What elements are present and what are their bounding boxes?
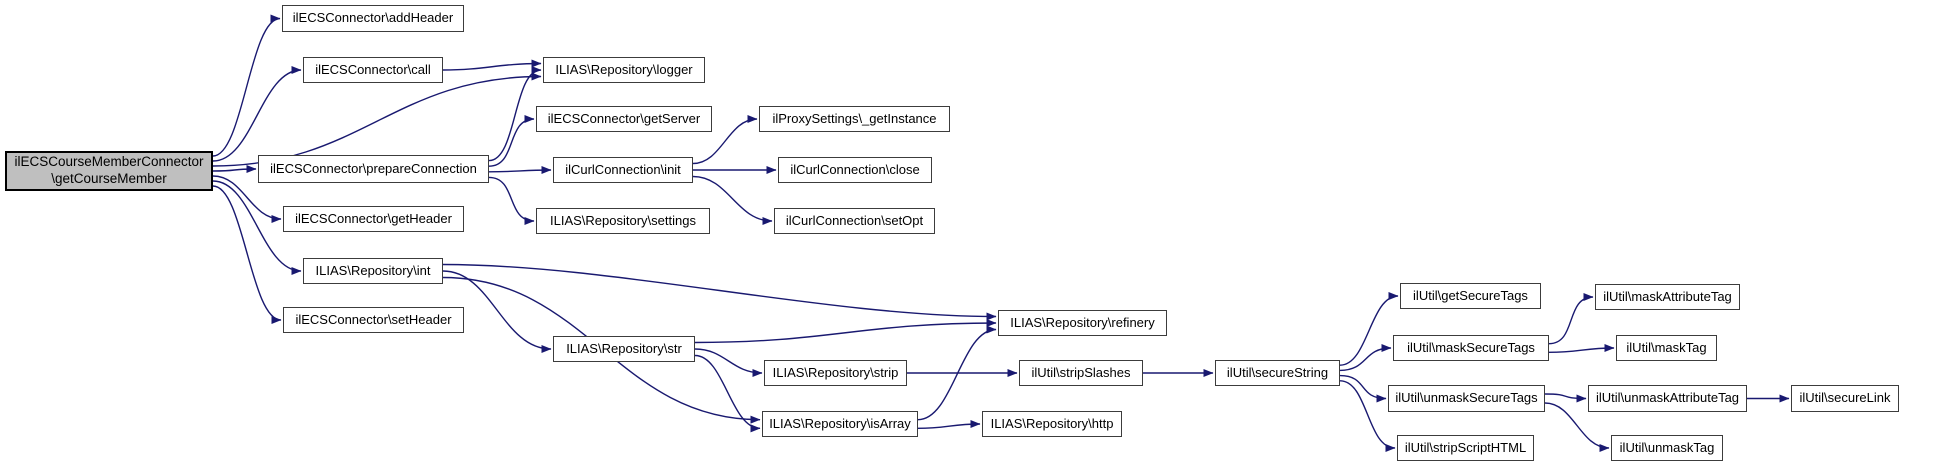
graph-node-call[interactable]: ilECSConnector\call [303, 57, 443, 83]
graph-node-prepareConnection[interactable]: ilECSConnector\prepareConnection [258, 155, 489, 183]
graph-node-label: ilECSConnector\getServer [547, 110, 701, 126]
graph-node-label: ilUtil\secureLink [1799, 390, 1891, 406]
graph-node-label: ilCurlConnection\close [790, 161, 920, 177]
edge-getCourseMember-to-getHeader [212, 175, 282, 223]
graph-node-label: ilECSConnector\prepareConnection [270, 160, 477, 176]
graph-node-unmaskTag[interactable]: ilUtil\unmaskTag [1611, 435, 1723, 461]
graph-node-getServer[interactable]: ilECSConnector\getServer [536, 106, 712, 132]
edge-prepareConnection-to-getServer [488, 115, 535, 167]
graph-node-label: ilECSConnector\getHeader [295, 210, 452, 226]
edge-secureString-to-unmaskSecureTags [1339, 374, 1387, 403]
graph-node-label: ilProxySettings\_getInstance [772, 110, 937, 126]
graph-node-label: ILIAS\Repository\settings [550, 212, 696, 228]
graph-node-label: ilECSConnector\call [315, 61, 431, 77]
graph-node-label: ilUtil\stripScriptHTML [1404, 439, 1527, 455]
graph-node-label: ilUtil\unmaskSecureTags [1395, 390, 1538, 406]
graph-node-maskAttributeTag[interactable]: ilUtil\maskAttributeTag [1595, 284, 1740, 310]
edge-getCourseMember-to-int [212, 180, 302, 275]
edge-maskSecureTags-to-maskAttributeTag [1548, 293, 1594, 345]
graph-node-label: ILIAS\Repository\isArray [769, 415, 911, 431]
graph-node-strip[interactable]: ILIAS\Repository\strip [764, 360, 907, 386]
graph-node-label: ilUtil\getSecureTags [1413, 287, 1528, 303]
graph-node-label: ilECSConnector\setHeader [295, 311, 452, 327]
edge-init-to-setOpt [692, 175, 773, 225]
edge-secureString-to-stripScriptHTML [1339, 380, 1396, 452]
edge-maskSecureTags-to-maskTag [1548, 344, 1615, 354]
edge-init-to-proxyGetInstance [692, 115, 758, 165]
graph-node-proxyGetInstance[interactable]: ilProxySettings\_getInstance [759, 106, 950, 132]
edge-secureString-to-getSecureTags [1339, 292, 1399, 366]
graph-node-label: ILIAS\Repository\strip [772, 364, 899, 380]
graph-node-getCourseMember: ilECSCourseMemberConnector \getCourseMem… [5, 151, 213, 191]
graph-node-init[interactable]: ilCurlConnection\init [553, 157, 693, 183]
edge-unmaskSecureTags-to-unmaskTag [1544, 402, 1610, 452]
edge-prepareConnection-to-settings [488, 176, 535, 225]
graph-node-settings[interactable]: ILIAS\Repository\settings [536, 208, 710, 234]
graph-node-stripScriptHTML[interactable]: ilUtil\stripScriptHTML [1397, 435, 1534, 461]
graph-node-label: ilECSConnector\addHeader [292, 10, 454, 26]
edge-call-to-logger [442, 59, 542, 71]
graph-node-logger[interactable]: ILIAS\Repository\logger [543, 57, 705, 83]
graph-node-getSecureTags[interactable]: ilUtil\getSecureTags [1400, 283, 1541, 309]
graph-node-unmaskAttributeTag[interactable]: ilUtil\unmaskAttributeTag [1588, 385, 1747, 412]
graph-node-label: ILIAS\Repository\refinery [1010, 314, 1155, 330]
edge-getCourseMember-to-addHeader [212, 14, 281, 157]
graph-node-label: ILIAS\Repository\str [566, 340, 682, 356]
graph-node-maskTag[interactable]: ilUtil\maskTag [1616, 335, 1717, 361]
edge-isArray-to-refinery [917, 325, 997, 421]
graph-node-setOpt[interactable]: ilCurlConnection\setOpt [774, 208, 935, 234]
edge-str-to-isArray [694, 354, 761, 433]
graph-node-label: ilUtil\stripSlashes [1031, 364, 1131, 380]
graph-node-label: ilUtil\maskAttributeTag [1603, 288, 1732, 304]
graph-node-label: ILIAS\Repository\logger [555, 61, 693, 77]
graph-node-label: ILIAS\Repository\int [315, 262, 431, 278]
graph-node-secureLink[interactable]: ilUtil\secureLink [1791, 385, 1899, 412]
graph-node-getHeader[interactable]: ilECSConnector\getHeader [283, 206, 464, 232]
graph-node-secureString[interactable]: ilUtil\secureString [1215, 360, 1340, 386]
edge-int-to-refinery [442, 263, 997, 321]
graph-node-label: ilCurlConnection\init [565, 161, 681, 177]
graph-node-label: ilUtil\unmaskTag [1619, 439, 1715, 455]
edge-str-to-strip [694, 348, 763, 377]
graph-node-label: ilUtil\secureString [1226, 364, 1329, 380]
graph-node-label: ILIAS\Repository\http [990, 415, 1114, 431]
edge-unmaskSecureTags-to-unmaskAttributeTag [1544, 393, 1587, 403]
graph-node-stripSlashes[interactable]: ilUtil\stripSlashes [1019, 360, 1143, 386]
graph-node-label: ilUtil\unmaskAttributeTag [1595, 390, 1740, 406]
graph-node-label: ilUtil\maskTag [1626, 339, 1707, 355]
edge-secureString-to-maskSecureTags [1339, 344, 1392, 372]
graph-node-unmaskSecureTags[interactable]: ilUtil\unmaskSecureTags [1388, 385, 1545, 412]
graph-node-maskSecureTags[interactable]: ilUtil\maskSecureTags [1393, 335, 1549, 361]
graph-node-isArray[interactable]: ILIAS\Repository\isArray [762, 411, 918, 437]
graph-node-label: ilUtil\maskSecureTags [1407, 339, 1535, 355]
edge-prepareConnection-to-init [488, 166, 552, 175]
graph-node-close[interactable]: ilCurlConnection\close [778, 157, 932, 183]
graph-node-addHeader[interactable]: ilECSConnector\addHeader [282, 5, 464, 32]
edge-prepareConnection-to-logger [488, 66, 542, 162]
edge-isArray-to-http [917, 420, 981, 430]
graph-node-refinery[interactable]: ILIAS\Repository\refinery [998, 310, 1167, 336]
edge-str-to-refinery [694, 319, 997, 344]
edge-getCourseMember-to-call [212, 66, 302, 162]
graph-node-http[interactable]: ILIAS\Repository\http [982, 411, 1122, 437]
graph-node-label: ilECSCourseMemberConnector \getCourseMem… [14, 154, 204, 186]
graph-node-setHeader[interactable]: ilECSConnector\setHeader [283, 307, 464, 333]
edge-getCourseMember-to-logger [212, 72, 542, 167]
graph-node-str[interactable]: ILIAS\Repository\str [553, 336, 695, 362]
edge-getCourseMember-to-prepareConnection [212, 165, 257, 174]
edge-getCourseMember-to-setHeader [212, 185, 282, 324]
graph-node-int[interactable]: ILIAS\Repository\int [303, 258, 443, 284]
edge-int-to-str [442, 270, 552, 353]
graph-node-label: ilCurlConnection\setOpt [785, 212, 924, 228]
